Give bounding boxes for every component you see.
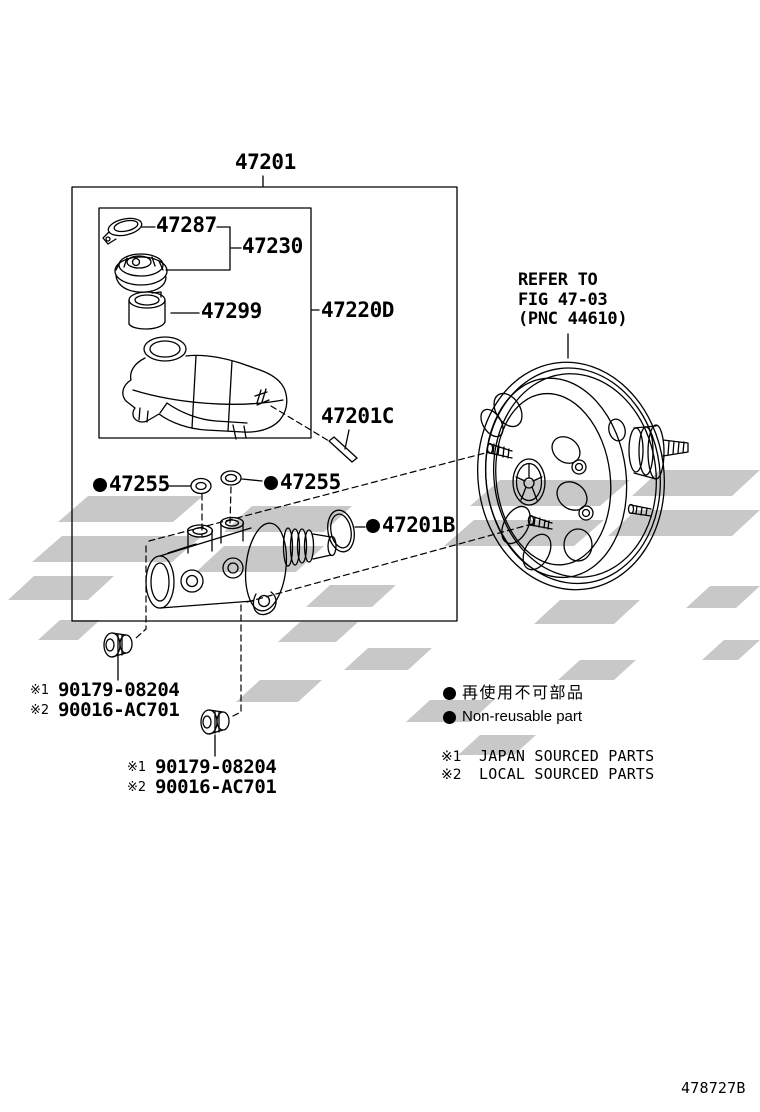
legend-nonreusable-jp: 再使用不可部品 bbox=[443, 683, 585, 703]
grommet-right-drawing bbox=[220, 470, 242, 486]
brake-booster-drawing bbox=[477, 361, 689, 591]
booster-reference-note: REFER TO FIG 47-03 (PNC 44610) bbox=[518, 270, 628, 330]
nut-label-japan: ※1 90179-08204 bbox=[127, 756, 277, 778]
ref-mark-2: ※2 bbox=[127, 779, 147, 795]
oring-drawing bbox=[327, 509, 355, 553]
part-number: 90016-AC701 bbox=[58, 699, 180, 721]
part-number: 90179-08204 bbox=[155, 756, 277, 778]
figure-code: 478727B bbox=[681, 1079, 746, 1097]
legend-text-en: Non-reusable part bbox=[462, 708, 583, 725]
part-number: 47201B bbox=[382, 513, 455, 537]
part-label-cap-seal: 47287 bbox=[156, 213, 217, 237]
part-label-cap: 47230 bbox=[242, 234, 303, 258]
non-reusable-bullet-icon bbox=[264, 475, 278, 490]
part-label-grommet-left: 47255 bbox=[93, 473, 170, 496]
legend-local-sourced: ※2 LOCAL SOURCED PARTS bbox=[441, 765, 654, 784]
booster-reference-line1: REFER TO bbox=[518, 270, 598, 290]
watermark-pattern bbox=[8, 470, 760, 755]
ref-mark-1: ※1 bbox=[441, 748, 462, 765]
legend-text: JAPAN SOURCED PARTS bbox=[479, 747, 655, 765]
mounting-nut-drawing-2 bbox=[200, 709, 230, 735]
legend-nonreusable-en: Non-reusable part bbox=[443, 707, 582, 727]
assembly-outline-box bbox=[71, 186, 458, 622]
legend-text: LOCAL SOURCED PARTS bbox=[479, 765, 655, 783]
dashed-projection-lines bbox=[135, 405, 533, 717]
ref-mark-2: ※2 bbox=[30, 702, 50, 718]
non-reusable-bullet-icon bbox=[93, 477, 107, 492]
part-label-reservoir: 47220D bbox=[321, 298, 394, 322]
booster-reference-line2: FIG 47-03 bbox=[518, 289, 608, 310]
non-reusable-bullet-icon bbox=[443, 710, 456, 724]
ref-mark-2: ※2 bbox=[441, 766, 462, 783]
legend-japan-sourced: ※1 JAPAN SOURCED PARTS bbox=[441, 747, 654, 766]
part-number: 90016-AC701 bbox=[155, 776, 277, 798]
nut-label-local: ※2 90016-AC701 bbox=[127, 776, 277, 798]
leader-lines bbox=[117, 175, 569, 757]
part-number: 47255 bbox=[280, 470, 341, 494]
legend-text-jp: 再使用不可部品 bbox=[462, 683, 585, 702]
part-label-grommet-right: 47255 bbox=[264, 471, 341, 494]
part-label-assembly: 47201 bbox=[235, 150, 296, 174]
reservoir-cap-drawing bbox=[114, 253, 168, 293]
reservoir-subassembly-box bbox=[98, 207, 312, 439]
part-label-strainer: 47299 bbox=[201, 299, 262, 323]
ref-mark-1: ※1 bbox=[30, 682, 50, 698]
grommet-left-drawing bbox=[190, 477, 212, 495]
part-number: 47255 bbox=[109, 472, 170, 496]
part-label-oring: 47201B bbox=[366, 514, 455, 537]
nut-label-japan: ※1 90179-08204 bbox=[30, 679, 180, 701]
strainer-drawing bbox=[128, 291, 166, 330]
non-reusable-bullet-icon bbox=[443, 686, 456, 700]
cap-seal-drawing bbox=[102, 217, 143, 245]
booster-reference-line3: (PNC 44610) bbox=[518, 309, 628, 329]
pin-drawing bbox=[328, 436, 358, 463]
mounting-nut-drawing bbox=[103, 632, 133, 658]
non-reusable-bullet-icon bbox=[366, 518, 380, 533]
part-number: 90179-08204 bbox=[58, 679, 180, 701]
nut-label-local: ※2 90016-AC701 bbox=[30, 699, 180, 721]
part-label-pin: 47201C bbox=[321, 404, 394, 428]
master-cylinder-drawing bbox=[145, 516, 337, 616]
reservoir-tank-drawing bbox=[122, 336, 288, 440]
nut-label-block-2: ※1 90179-08204 ※2 90016-AC701 bbox=[127, 756, 277, 798]
ref-mark-1: ※1 bbox=[127, 759, 147, 775]
nut-label-block-1: ※1 90179-08204 ※2 90016-AC701 bbox=[30, 679, 180, 721]
